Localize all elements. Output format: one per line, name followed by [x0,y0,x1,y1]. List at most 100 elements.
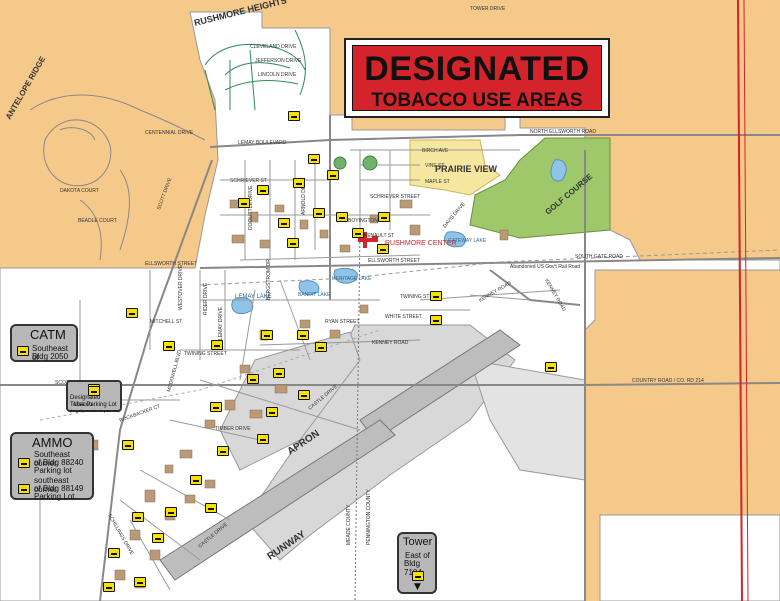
smoking-area-icon [297,330,309,340]
smoking-area-icon [108,548,120,558]
timber-label: TIMBER DRIVE [215,426,251,432]
smoking-area-icon [122,440,134,450]
smoking-area-icon [190,475,202,485]
arrow-down-icon: ▼ [414,582,421,592]
beadle-label: BEADLE COURT [78,218,117,224]
smoking-area-icon [217,446,229,456]
smoking-area-icon [152,533,164,543]
ryan-label: RYAN STREET [325,319,360,325]
dakota-label: DAKOTA COURT [60,188,99,194]
schriever-label: SCHRIEVER STREET [370,194,420,200]
cleveland-label: CLEVELAND DRIVE [250,44,297,50]
rider-label: RIDER DRIVE [203,282,209,315]
designated-parking-legend: Designated Tobacco Use Parking Lot (Lega… [66,380,122,413]
scott-drive-label: SCOTT DRIVE [156,177,173,211]
golf-course-area [469,137,611,239]
ellsworth-street-label-2: ELLSWORTH STREET [368,258,420,264]
bandit-lake-label: BANDIT LAKE [298,292,331,298]
smoking-area-icon [266,407,278,417]
ammo-legend: AMMO Southeast corner of Bldg 88240 Park… [10,432,94,501]
centennial-label: CENTENNIAL DRIVE [145,130,194,136]
smoking-area-icon [132,512,144,522]
banner-title: DESIGNATED [364,50,590,88]
south-gate-label: SOUTH GATE ROAD [575,254,623,260]
smoking-area-icon [134,577,146,587]
twining-label-2: TWINING STREET [400,294,443,300]
smoking-area-icon [430,315,442,325]
smoking-area-icon [298,390,310,400]
smoking-area-icon [377,244,389,254]
chenault-label: CHENAULT ST [360,233,394,239]
smoking-area-icon [352,228,364,238]
smoking-area-icon [238,198,250,208]
railroad-label: Abandoned US Gov't Rail Road [510,264,580,270]
pennington-label: PENNINGTON COUNTY [366,489,372,545]
smoking-area-icon [103,582,115,592]
gateway-lake-label: GATEWAY LAKE [448,238,487,244]
vine-label: VINE ST [425,163,444,169]
westover-label: WESTOVER DRIVE [178,264,184,310]
boyington-label: BOYINGTON ST [348,218,386,224]
smoking-area-icon [247,374,259,384]
white-label: WHITE STREET [385,314,422,320]
smoking-area-icon [278,218,290,228]
smoking-area-icon [18,484,30,494]
lemay-drive-label: LEMAY DRIVE [218,306,224,340]
kenney-label: KENNEY ROAD [372,340,409,346]
north-ellsworth-label: NORTH ELLSWORTH ROAD [530,129,596,135]
lincoln-label: LINCOLN DRIVE [258,72,297,78]
ellsworth-street-label: ELLSWORTH STREET [145,261,197,267]
smoking-area-icon [261,330,273,340]
prairie-view-label: PRAIRIE VIEW [435,164,498,174]
smoking-area-icon [293,178,305,188]
tower-legend: Tower East of Bldg 7104 ▼ [397,532,437,594]
tower-title: Tower [403,536,433,548]
smoking-area-icon [545,362,557,372]
bergstrom-label: BERGSTROM DR [266,259,272,300]
smoking-area-icon [205,503,217,513]
mitchell-label: MITCHELL ST [150,319,182,325]
banner-subtitle: TOBACCO USE AREAS [371,90,583,111]
smoking-area-icon [378,212,390,222]
smoking-area-icon [165,507,177,517]
schriever-st-label: SCHRIEVER ST [230,178,267,184]
lemay-lake-label: LEMAY LAKE [235,294,272,300]
smoking-area-icon [126,308,138,318]
smoking-area-icon [287,238,299,248]
lemay-blvd-label: LEMAY BOULEVARD [238,140,287,146]
smoking-area-icon [210,402,222,412]
twining-label: TWINING STREET [184,351,227,357]
ammo-title: AMMO [32,435,73,450]
smoking-area-icon [288,111,300,121]
tower-drive-label: TOWER DRIVE [470,6,506,12]
heritage-lake-label: HERITAGE LAKE [332,276,372,282]
smoking-area-icon [273,368,285,378]
birch-label: BIRCH AVE [422,148,449,154]
smoking-area-icon [257,434,269,444]
smoking-area-icon [308,154,320,164]
smoking-area-icon [412,571,424,581]
smoking-area-icon [336,212,348,222]
smoking-area-icon [315,342,327,352]
catm-legend: CATM Southeast of Bldg 2050 [10,324,78,362]
jefferson-label: JEFFERSON DRIVE [255,58,302,64]
smoking-area-icon [430,291,442,301]
country-road-label: COUNTRY ROAD / CO. RD 214 [632,378,704,384]
meade-label: MEADE COUNTY [346,504,352,545]
doolittle-label: DOOLITTLE DRIVE [248,185,254,230]
catm-title: CATM [30,327,66,342]
smoking-area-icon [18,458,30,468]
rushmore-center-label: RUSHMORE CENTER [385,240,457,247]
maple-label: MAPLE ST [425,179,450,185]
smoking-area-icon [313,208,325,218]
antelope-ridge-label: ANTELOPE RIDGE [4,54,48,121]
smoking-area-icon [163,341,175,351]
smoking-area-icon [211,340,223,350]
smoking-area-icon [17,346,29,356]
smoking-area-icon [88,386,100,396]
smoking-area-icon [257,185,269,195]
designated-tobacco-banner: DESIGNATED TOBACCO USE AREAS [344,38,610,118]
smoking-area-icon [327,170,339,180]
